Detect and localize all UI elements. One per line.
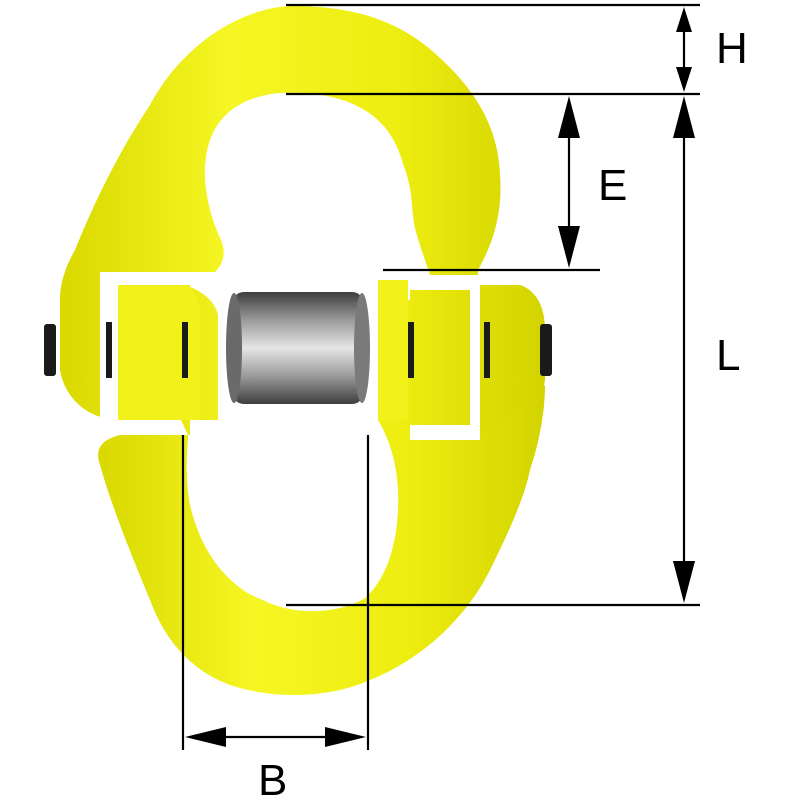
pin-retainer-left (44, 324, 56, 376)
arrow-b-right (325, 727, 366, 747)
lower-loop-body (98, 285, 546, 696)
arrow-e-bottom (558, 226, 580, 268)
pin-shaft-mark-1 (106, 322, 112, 378)
pin-end-cap-right (354, 293, 370, 403)
lower-loop-opening (186, 440, 391, 608)
arrow-l-bottom (673, 561, 695, 603)
pin-shaft-mark-4 (484, 322, 490, 378)
dimension-arrows (185, 7, 695, 747)
upper-right-slot (385, 275, 500, 440)
lower-left-fork (118, 285, 200, 420)
arrow-l-top (673, 96, 695, 138)
pin-body (232, 292, 364, 404)
lower-right-fork (378, 280, 408, 420)
load-pin (44, 292, 552, 404)
arrow-e-top (558, 96, 580, 138)
pin-shaft-mark-2 (182, 322, 188, 378)
lower-link-half (98, 280, 546, 696)
arrow-h-bottom (676, 67, 692, 92)
upper-loop-opening (205, 94, 430, 272)
dim-label-h: H (716, 24, 748, 73)
pin-shaft-mark-3 (408, 322, 414, 378)
dim-label-b: B (258, 756, 287, 800)
arrow-h-top (676, 7, 692, 32)
arrow-b-left (185, 727, 226, 747)
dim-label-e: E (598, 161, 627, 210)
pin-end-cap-left (226, 293, 242, 403)
dim-label-l: L (716, 331, 740, 380)
pin-retainer-right (540, 324, 552, 376)
